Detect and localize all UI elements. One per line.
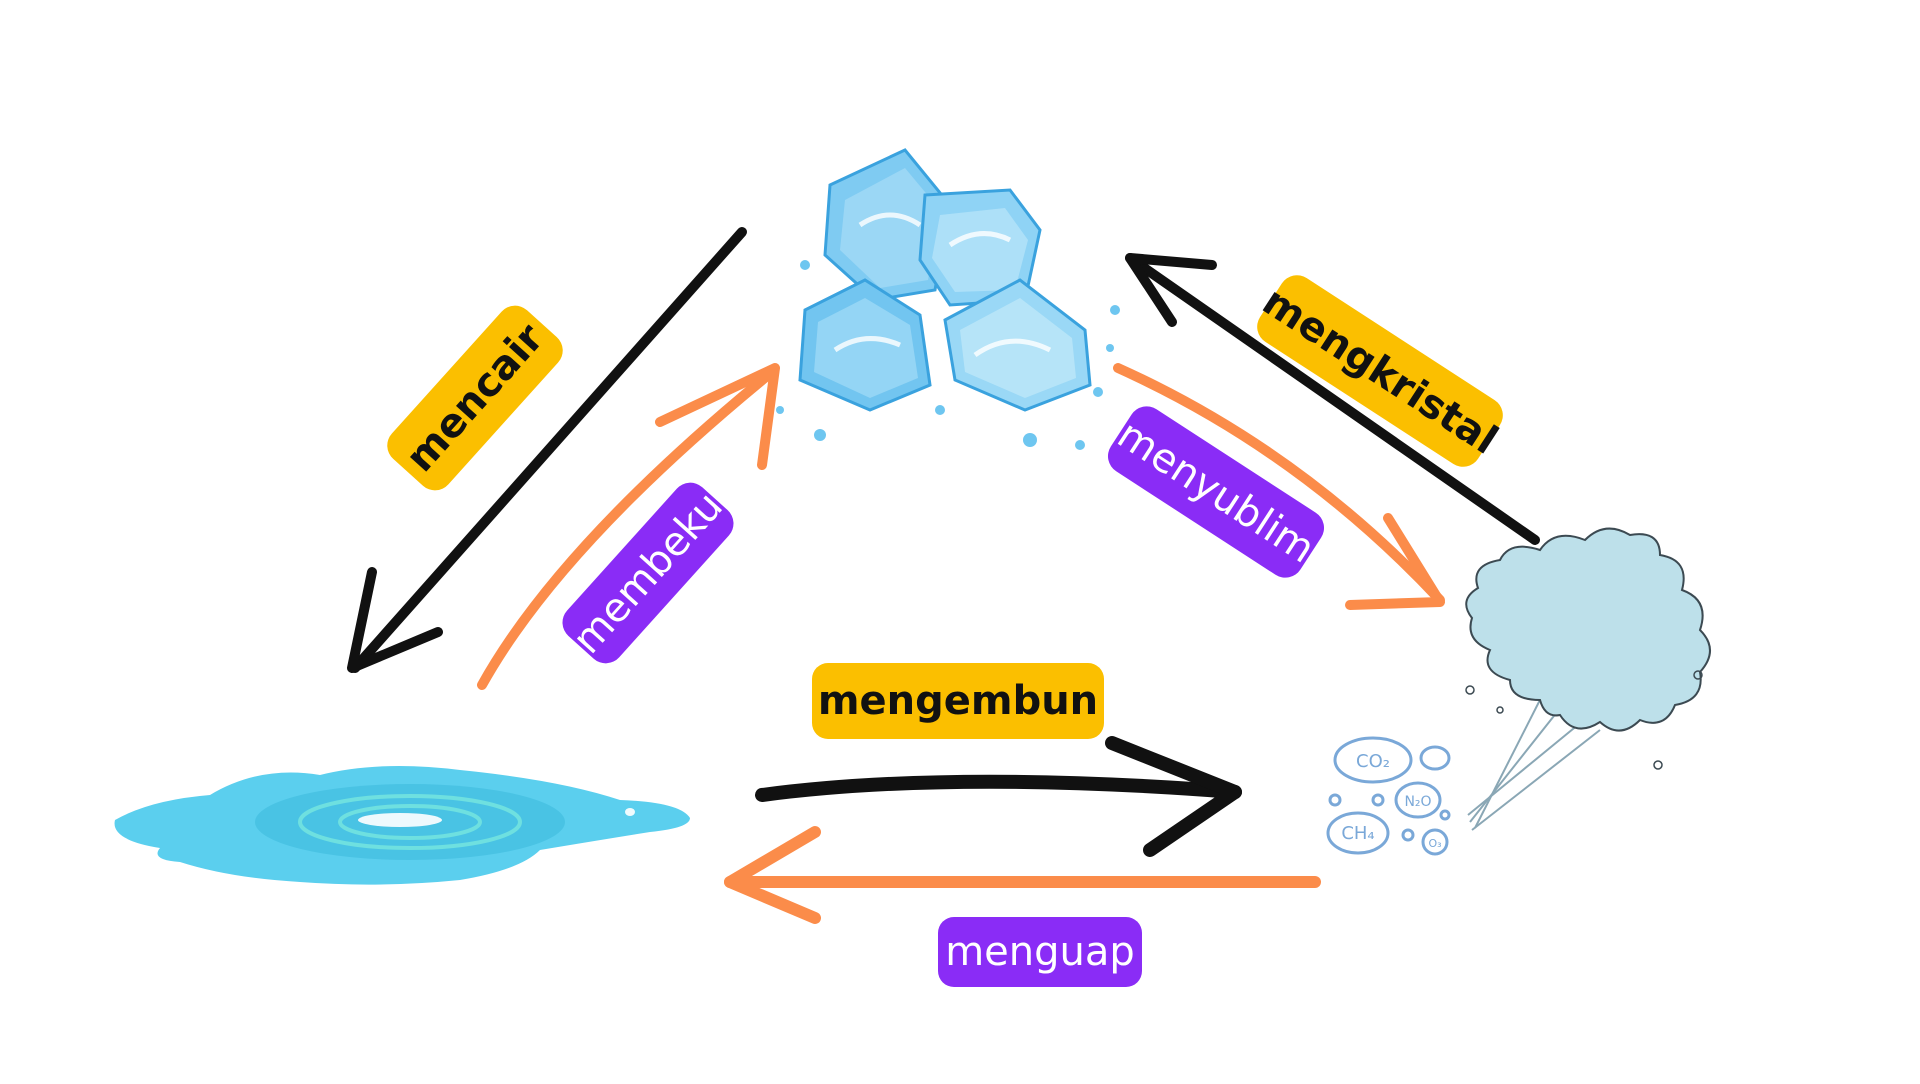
n2o-bubble-label: N₂O bbox=[1404, 794, 1431, 810]
gas-cloud-icon bbox=[1465, 527, 1711, 831]
water-puddle-icon bbox=[114, 766, 690, 885]
mengembun-label: mengembun bbox=[812, 663, 1104, 739]
gas-molecules-icon: CO₂ N₂O CH₄ O₃ bbox=[1326, 736, 1451, 856]
menguap-arrow bbox=[724, 826, 1321, 924]
o3-bubble-label: O₃ bbox=[1428, 837, 1441, 850]
mengembun-arrow bbox=[755, 736, 1242, 857]
ice-cubes-icon bbox=[776, 148, 1120, 450]
membeku-arrow bbox=[477, 363, 780, 690]
co2-bubble-label: CO₂ bbox=[1356, 751, 1390, 772]
menguap-label: menguap bbox=[938, 917, 1142, 987]
mencair-arrow bbox=[347, 227, 747, 673]
menyublim-arrow bbox=[1113, 363, 1445, 610]
mengkristal-arrow bbox=[1125, 253, 1540, 545]
ch4-bubble-label: CH₄ bbox=[1341, 823, 1374, 844]
